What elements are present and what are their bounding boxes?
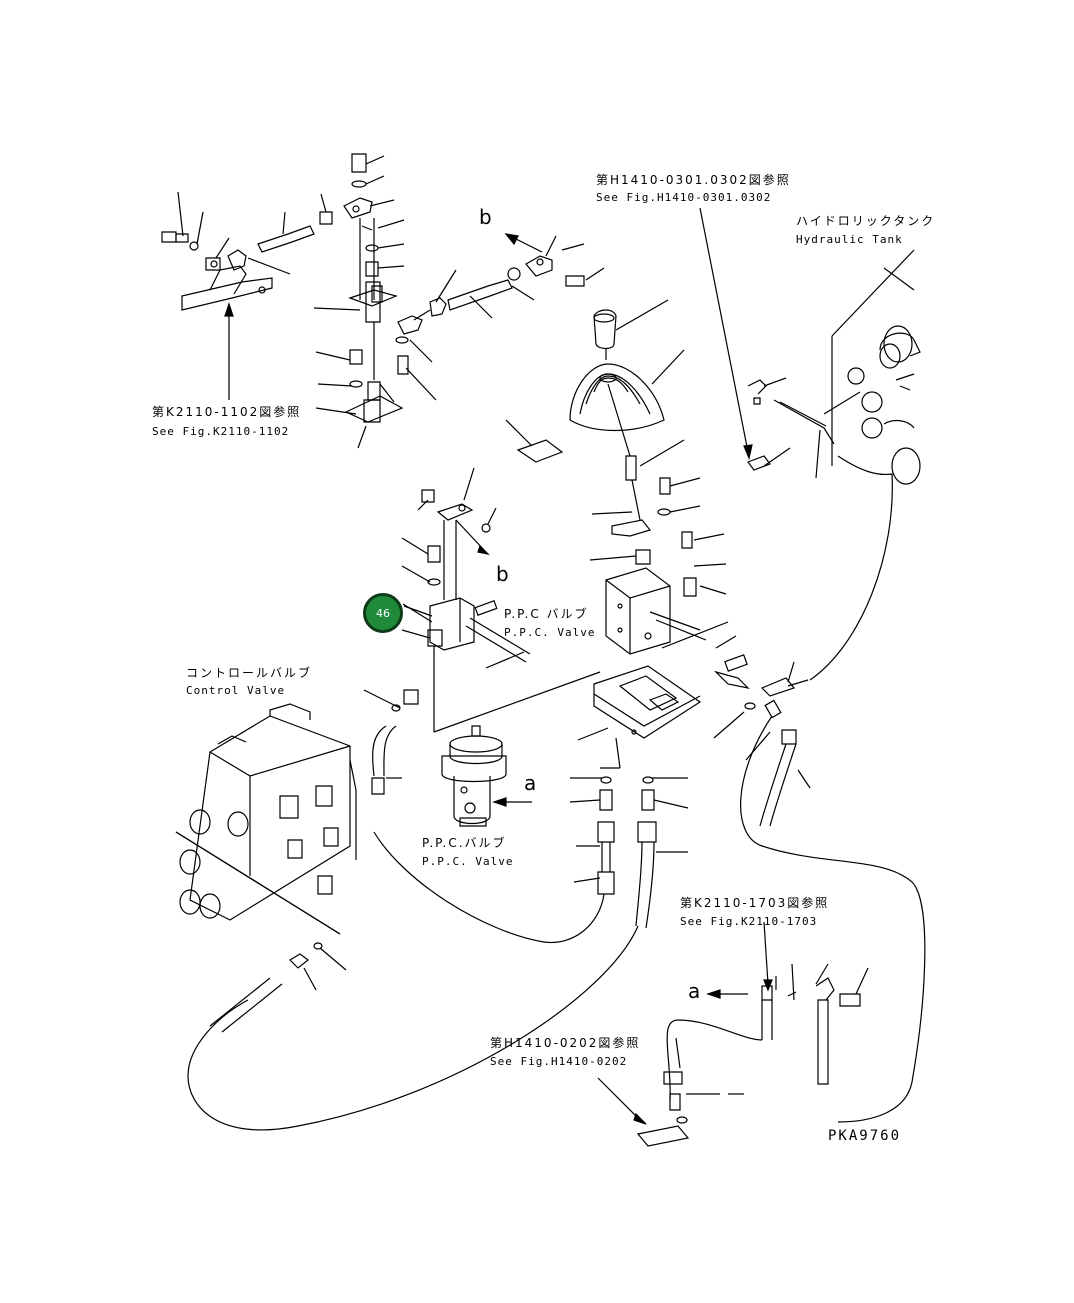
hydraulic-tank-label-jp: ハイドロリックタンク [796, 214, 936, 228]
ref-h1410-0301-jp: 第H1410-0301.0302図参照 [596, 173, 791, 187]
ppc-valve-lower-label-jp: P.P.C.バルブ [422, 836, 507, 850]
ppc-lever-bracket [402, 468, 600, 732]
arrow-label-b-mid: b [496, 562, 509, 586]
upper-right-linkage [396, 234, 604, 400]
vertical-rod-assembly [314, 154, 404, 448]
control-valve [176, 690, 418, 1032]
control-lever [570, 300, 726, 596]
ref-h1410-0202-en: See Fig.H1410-0202 [490, 1055, 628, 1068]
ppc-valve-right-label-en: P.P.C. Valve [504, 626, 596, 639]
callout-46[interactable]: 46 [363, 593, 403, 633]
arrow-label-a-bottom: a [688, 979, 701, 1003]
ref-k2110-1703-jp: 第K2110-1703図参照 [680, 896, 830, 910]
hydraulic-tank [700, 208, 920, 696]
diagram-code: PKA9760 [828, 1128, 902, 1144]
hydraulic-tank-label-en: Hydraulic Tank [796, 233, 903, 246]
ref-h1410-0202-jp: 第H1410-0202図参照 [490, 1036, 641, 1050]
control-valve-label-jp: コントロールバルブ [186, 666, 313, 680]
ppc-valve-right-label-jp: P.P.C バルブ [504, 607, 589, 621]
ppc-valve-lower-label-en: P.P.C. Valve [422, 855, 514, 868]
center-hoses [188, 777, 688, 1130]
control-valve-label-en: Control Valve [186, 684, 286, 697]
ref-k2110-1102-en: See Fig.K2110-1102 [152, 425, 290, 438]
arrow-label-a-mid: a [524, 771, 537, 795]
callout-46-leader [403, 604, 432, 622]
caution-plate [506, 420, 562, 462]
arrow-label-b-top: b [479, 205, 492, 229]
ppc-valve-right [578, 568, 748, 768]
ref-k2110-1703-en: See Fig.K2110-1703 [680, 915, 818, 928]
ref-h1410-0301-en: See Fig.H1410-0301.0302 [596, 191, 772, 204]
upper-left-linkage [162, 192, 332, 400]
ref-k2110-1102-jp: 第K2110-1102図参照 [152, 405, 302, 419]
ppc-valve-lower [442, 726, 532, 826]
right-hoses [598, 700, 925, 1146]
